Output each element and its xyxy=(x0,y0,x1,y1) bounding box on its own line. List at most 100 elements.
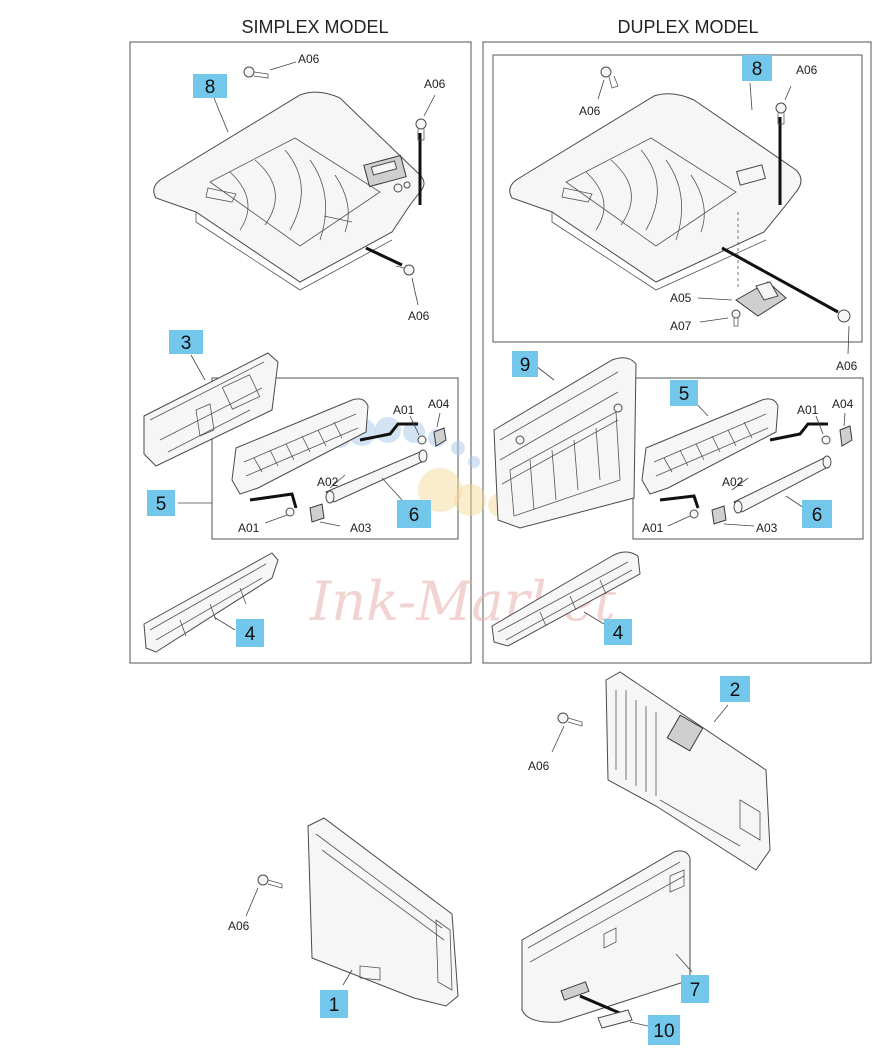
part-tag-number: 4 xyxy=(613,623,624,644)
part-tag-number: 8 xyxy=(752,59,763,80)
duplex-top-cover xyxy=(509,93,839,314)
screw-icon xyxy=(600,66,619,89)
part-callout-a04: A04 xyxy=(832,397,854,411)
part-tag-number: 7 xyxy=(690,980,701,1001)
part-tag-box xyxy=(147,490,175,516)
bushing-icon xyxy=(689,509,699,519)
part-tag-number: 4 xyxy=(245,624,256,645)
part-callout-a03: A03 xyxy=(756,521,778,535)
part-tag-4: 4 xyxy=(236,619,264,647)
duplex-heading: DUPLEX MODEL xyxy=(617,17,758,37)
duplex-fuser xyxy=(641,398,828,509)
part-callout-a05: A05 xyxy=(670,291,692,305)
part-tag-box xyxy=(512,351,538,377)
screw-icon xyxy=(775,102,787,125)
part-tag-5: 5 xyxy=(670,380,698,406)
simplex-heading: SIMPLEX MODEL xyxy=(241,17,388,37)
screw-icon xyxy=(257,874,283,889)
part-tag-number: 5 xyxy=(679,384,690,405)
screw-icon xyxy=(243,66,269,79)
roller-icon xyxy=(325,449,428,504)
part-tag-box xyxy=(169,330,203,354)
bushing-icon xyxy=(821,435,831,445)
gear-bracket-icon xyxy=(839,425,853,447)
callout-tags: 8 3 5 6 4 8 9 5 6 4 2 1 7 10 xyxy=(147,55,832,1045)
part-tag-number: 3 xyxy=(181,333,192,354)
gear-bracket-icon xyxy=(433,427,447,447)
part-callout-a07: A07 xyxy=(670,319,692,333)
simplex-top-cover xyxy=(153,91,425,291)
part-tag-box xyxy=(648,1015,680,1045)
side-panel-right xyxy=(605,671,771,871)
simplex-fuser xyxy=(231,398,418,509)
part-tag-1: 1 xyxy=(320,990,348,1018)
duplex-hinge-bracket xyxy=(735,281,787,317)
part-tag-box xyxy=(236,619,264,647)
bushing-icon xyxy=(285,507,295,517)
duplex-frame xyxy=(482,41,872,664)
part-tag-box xyxy=(397,500,431,528)
part-tag-8: 8 xyxy=(193,74,227,98)
part-callout-a06: A06 xyxy=(796,63,818,77)
roller-icon xyxy=(733,455,832,514)
part-callout-a01: A01 xyxy=(642,521,664,535)
gear-bracket-icon xyxy=(711,505,727,525)
part-tag-number: 1 xyxy=(329,995,340,1016)
part-tag-box xyxy=(320,990,348,1018)
part-tag-number: 6 xyxy=(409,505,420,526)
part-callout-a04: A04 xyxy=(428,397,450,411)
part-callout-a01: A01 xyxy=(393,403,415,417)
part-callout-a01: A01 xyxy=(238,521,260,535)
door-strip xyxy=(579,994,633,1029)
part-callout-a01: A01 xyxy=(797,403,819,417)
screw-icon xyxy=(395,264,415,276)
front-door xyxy=(521,850,691,1023)
part-tag-box xyxy=(193,74,227,98)
part-callout-a06: A06 xyxy=(836,359,858,373)
part-tag-number: 8 xyxy=(205,77,216,98)
part-tag-box xyxy=(681,975,709,1003)
part-tag-4: 4 xyxy=(604,619,632,645)
part-tag-box xyxy=(802,500,832,528)
part-tag-box xyxy=(670,380,698,406)
simplex-front-rail xyxy=(143,552,279,653)
part-callout-a06: A06 xyxy=(228,919,250,933)
duplex-front-rail xyxy=(491,551,641,647)
part-tag-number: 10 xyxy=(653,1021,674,1042)
part-tag-number: 9 xyxy=(520,355,531,376)
part-callout-a06: A06 xyxy=(528,759,550,773)
part-tag-8: 8 xyxy=(742,55,772,81)
screw-icon xyxy=(837,309,851,323)
part-callout-a06: A06 xyxy=(579,104,601,118)
part-tag-6: 6 xyxy=(397,500,431,528)
simplex-rear-panel xyxy=(143,352,279,467)
part-tag-box xyxy=(604,619,632,645)
part-callout-a03: A03 xyxy=(350,521,372,535)
part-callout-a02: A02 xyxy=(722,475,744,489)
simplex-fuser-subframe xyxy=(211,377,459,540)
part-tag-9: 9 xyxy=(512,351,538,377)
part-tag-box xyxy=(742,55,772,81)
part-tag-number: 6 xyxy=(812,505,823,526)
screw-icon xyxy=(731,309,741,327)
duplex-top-cover-subframe xyxy=(492,54,863,343)
part-tag-7: 7 xyxy=(681,975,709,1003)
part-tag-box xyxy=(720,676,750,702)
part-tag-number: 2 xyxy=(730,680,741,701)
screw-icon xyxy=(557,712,583,727)
screw-icon xyxy=(415,118,427,141)
part-tag-10: 10 xyxy=(648,1015,680,1045)
part-tag-3: 3 xyxy=(169,330,203,354)
simplex-frame xyxy=(129,41,472,664)
part-callout-a06: A06 xyxy=(408,309,430,323)
part-tag-5: 5 xyxy=(147,490,175,516)
part-tag-6: 6 xyxy=(802,500,832,528)
side-panel-left xyxy=(307,817,459,1007)
part-tag-2: 2 xyxy=(720,676,750,702)
part-tag-number: 5 xyxy=(156,494,167,515)
part-callout-a06: A06 xyxy=(424,77,446,91)
duplex-unit xyxy=(493,357,637,529)
part-callout-a06: A06 xyxy=(298,52,320,66)
